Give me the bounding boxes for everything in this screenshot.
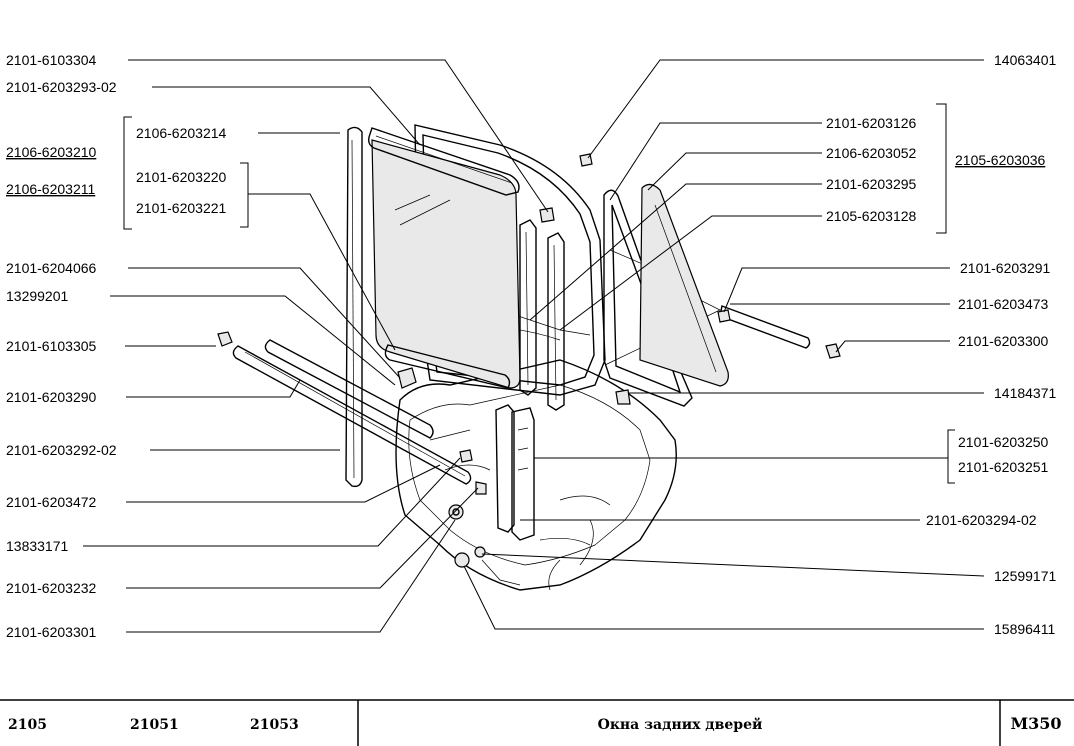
label-2106-6203214: 2106-6203214 (136, 125, 227, 141)
label-2101-6203472: 2101-6203472 (6, 494, 97, 510)
label-2101-6204066: 2101-6204066 (6, 260, 97, 276)
footer-model-2: 21051 (130, 717, 179, 733)
footer-model-3: 21053 (250, 717, 299, 733)
label-2101-6203294-02: 2101-6203294-02 (926, 512, 1037, 528)
label-2101-6203473: 2101-6203473 (958, 296, 1049, 312)
label-2106-6203052: 2106-6203052 (826, 145, 917, 161)
label-2101-6203220: 2101-6203220 (136, 169, 227, 185)
exploded-door-drawing (217, 124, 841, 591)
label-2105-6203128: 2105-6203128 (826, 208, 917, 224)
label-2101-6203293-02: 2101-6203293-02 (6, 79, 117, 95)
label-12599171: 12599171 (994, 568, 1057, 584)
label-2106-6203211: 2106-6203211 (6, 181, 95, 197)
label-2101-6203251: 2101-6203251 (958, 459, 1049, 475)
label-2106-6203210: 2106-6203210 (6, 144, 97, 160)
label-2101-6203291: 2101-6203291 (960, 260, 1051, 276)
label-2101-6203221: 2101-6203221 (136, 200, 227, 216)
footer-model-1: 2105 (8, 717, 47, 733)
left-labels: 2101-6103304 2101-6203293-02 2106-620321… (6, 52, 227, 640)
label-14063401: 14063401 (994, 52, 1057, 68)
label-14184371: 14184371 (994, 385, 1057, 401)
footer-title: Окна задних дверей (598, 716, 763, 733)
label-2101-6203232: 2101-6203232 (6, 580, 97, 596)
label-2101-6203300: 2101-6203300 (958, 333, 1049, 349)
label-2101-6203290: 2101-6203290 (6, 389, 97, 405)
label-13833171: 13833171 (6, 538, 69, 554)
label-2101-6203301: 2101-6203301 (6, 624, 97, 640)
leader-lines (83, 59, 985, 633)
label-2101-6103304: 2101-6103304 (6, 52, 97, 68)
label-2101-6203295: 2101-6203295 (826, 176, 917, 192)
group-brackets (123, 103, 955, 484)
label-15896411: 15896411 (994, 621, 1055, 637)
label-2105-6203036: 2105-6203036 (955, 152, 1046, 168)
label-2101-6203292-02: 2101-6203292-02 (6, 442, 117, 458)
label-13299201: 13299201 (6, 288, 69, 304)
label-2101-6203126: 2101-6203126 (826, 115, 917, 131)
footer-page-code: М350 (1010, 714, 1061, 733)
label-2101-6103305: 2101-6103305 (6, 338, 97, 354)
label-2101-6203250: 2101-6203250 (958, 434, 1049, 450)
right-labels: 14063401 2101-6203126 2106-6203052 2105-… (826, 52, 1057, 637)
footer: 2105 21051 21053 Окна задних дверей М350 (0, 699, 1074, 746)
